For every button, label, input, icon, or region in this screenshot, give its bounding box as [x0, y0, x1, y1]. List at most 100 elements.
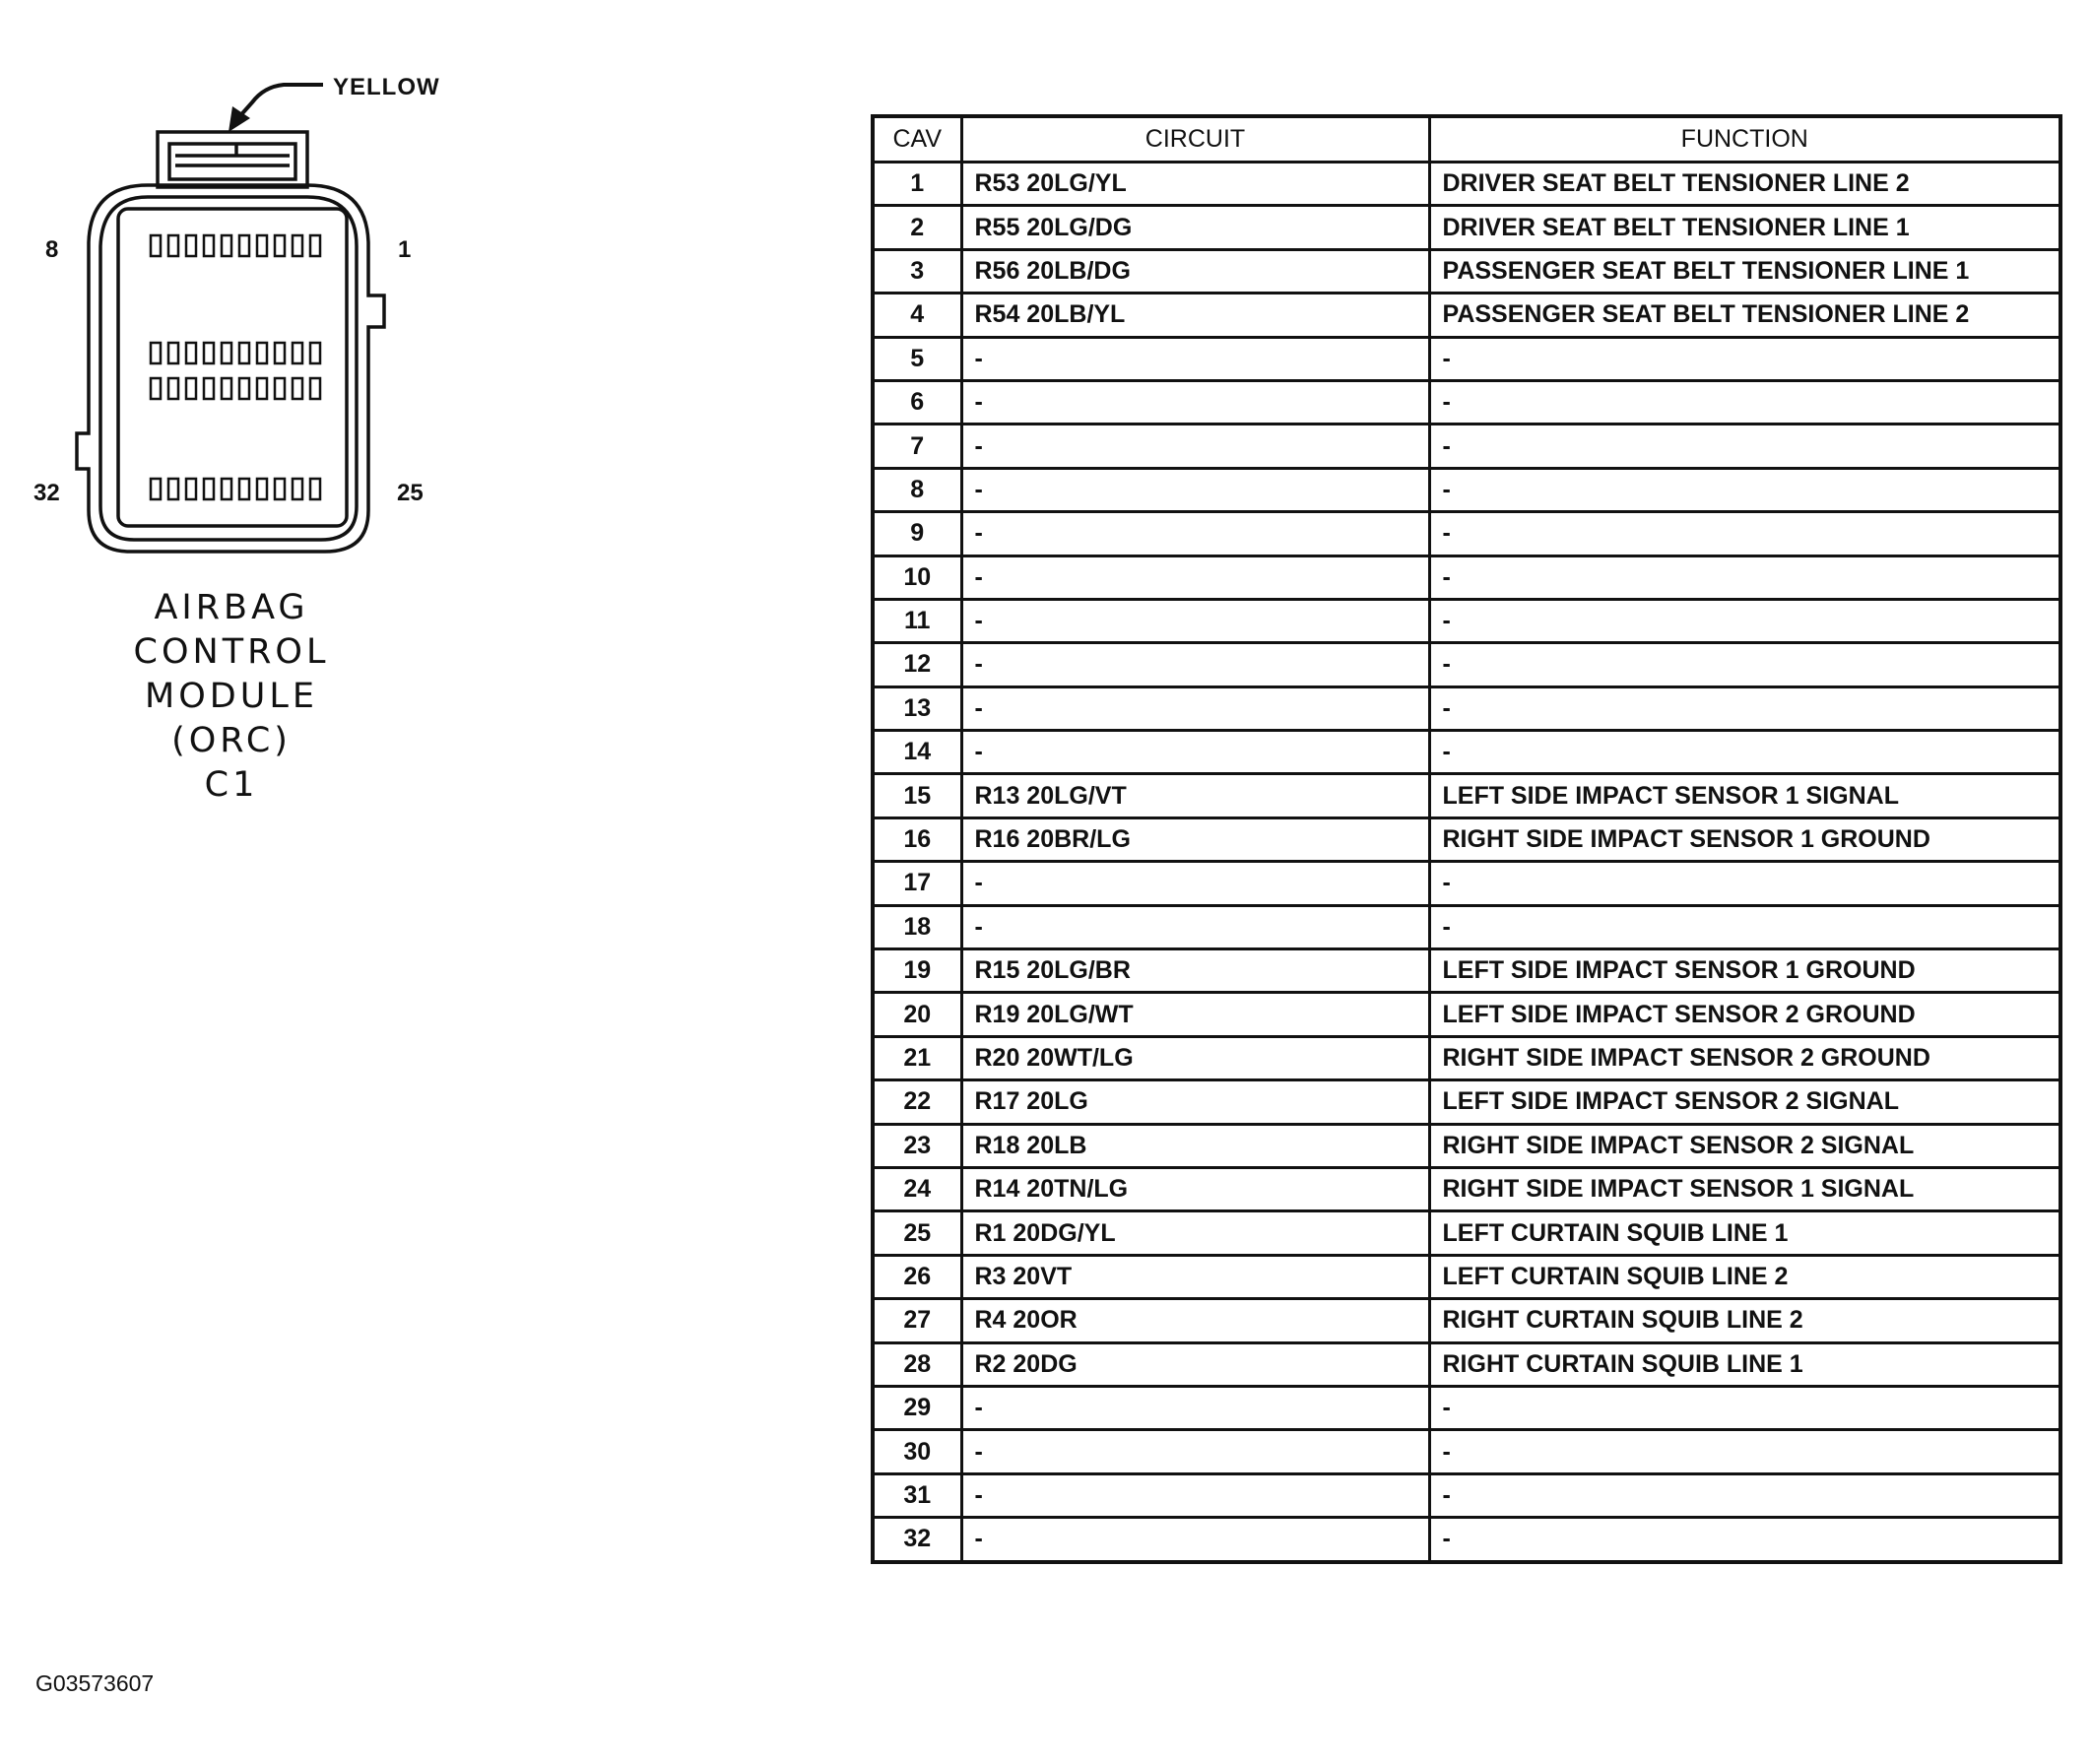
cell-circuit: - [959, 554, 1431, 601]
cell-cav: 24 [871, 1165, 963, 1213]
cell-circuit: R20 20WT/LG [959, 1034, 1431, 1082]
callout-color-label: YELLOW [333, 74, 440, 100]
cell-function: RIGHT SIDE IMPACT SENSOR 1 SIGNAL [1427, 1165, 2062, 1213]
cell-cav: 6 [871, 378, 963, 426]
table-row: 14-- [871, 729, 2062, 776]
cell-function: - [1427, 729, 2062, 776]
cell-circuit: - [959, 423, 1431, 470]
cell-function: RIGHT CURTAIN SQUIB LINE 1 [1427, 1340, 2062, 1388]
cell-cav: 25 [871, 1209, 963, 1257]
cell-function: RIGHT CURTAIN SQUIB LINE 2 [1427, 1297, 2062, 1344]
header-circuit: CIRCUIT [959, 114, 1431, 163]
cell-circuit: - [959, 641, 1431, 688]
table-row: 31-- [871, 1471, 2062, 1520]
table-row: 32-- [871, 1516, 2062, 1563]
module-label-line: (ORC) [171, 721, 292, 760]
module-label-line: C1 [204, 765, 259, 805]
cell-circuit: R3 20VT [959, 1253, 1431, 1301]
cell-function: - [1427, 423, 2062, 470]
cell-function: - [1427, 1516, 2062, 1563]
cell-cav: 30 [871, 1428, 963, 1475]
cell-cav: 14 [871, 729, 963, 776]
cell-cav: 20 [871, 991, 963, 1038]
cell-function: DRIVER SEAT BELT TENSIONER LINE 2 [1427, 160, 2062, 208]
cell-function: LEFT SIDE IMPACT SENSOR 2 SIGNAL [1427, 1078, 2062, 1126]
cell-function: DRIVER SEAT BELT TENSIONER LINE 1 [1427, 204, 2062, 251]
cell-cav: 31 [871, 1471, 963, 1520]
cell-circuit: - [959, 335, 1431, 382]
cell-circuit: R16 20BR/LG [959, 816, 1431, 864]
cell-circuit: R2 20DG [959, 1340, 1431, 1388]
cell-circuit: - [959, 1471, 1431, 1520]
cell-cav: 16 [871, 816, 963, 864]
cell-function: - [1427, 1428, 2062, 1475]
module-label-line: MODULE [145, 677, 318, 716]
cell-function: - [1427, 1471, 2062, 1520]
cell-cav: 21 [871, 1034, 963, 1082]
cell-circuit: - [959, 1384, 1431, 1432]
cavity-row-1 [149, 233, 322, 258]
cell-cav: 11 [871, 597, 963, 645]
cell-function: - [1427, 641, 2062, 688]
cell-cav: 29 [871, 1384, 963, 1432]
cell-function: - [1427, 510, 2062, 557]
table-row: 30-- [871, 1428, 2062, 1475]
cell-circuit: R53 20LG/YL [959, 160, 1431, 208]
cavity-row-4 [149, 477, 322, 501]
cell-circuit: - [959, 903, 1431, 951]
cell-circuit: R56 20LB/DG [959, 247, 1431, 295]
cell-cav: 13 [871, 685, 963, 733]
cell-circuit: - [959, 685, 1431, 733]
cell-function: - [1427, 378, 2062, 426]
table-row: 17-- [871, 860, 2062, 907]
cell-cav: 15 [871, 772, 963, 819]
cell-circuit: - [959, 466, 1431, 514]
cell-cav: 9 [871, 510, 963, 557]
cell-cav: 23 [871, 1122, 963, 1169]
cell-circuit: R4 20OR [959, 1297, 1431, 1344]
connector-cavities [149, 233, 322, 501]
cell-cav: 5 [871, 335, 963, 382]
cell-function: - [1427, 597, 2062, 645]
cell-cav: 28 [871, 1340, 963, 1388]
cell-circuit: R15 20LG/BR [959, 947, 1431, 995]
cell-cav: 17 [871, 860, 963, 907]
cell-cav: 3 [871, 247, 963, 295]
cell-function: - [1427, 685, 2062, 733]
cell-cav: 27 [871, 1297, 963, 1344]
cell-function: - [1427, 860, 2062, 907]
cell-circuit: R13 20LG/VT [959, 772, 1431, 819]
yellow-callout-arrow [229, 83, 323, 132]
table-row: 13-- [871, 685, 2062, 733]
table-row: 10-- [871, 554, 2062, 601]
cell-cav: 22 [871, 1078, 963, 1126]
pin-label-1: 1 [398, 236, 411, 263]
cell-function: - [1427, 903, 2062, 951]
cell-circuit: R1 20DG/YL [959, 1209, 1431, 1257]
module-label-line: AIRBAG [154, 588, 309, 627]
cell-cav: 8 [871, 466, 963, 514]
cell-circuit: R14 20TN/LG [959, 1165, 1431, 1213]
table-row: 18-- [871, 903, 2062, 951]
cell-cav: 32 [871, 1516, 963, 1563]
cell-function: PASSENGER SEAT BELT TENSIONER LINE 1 [1427, 247, 2062, 295]
cell-circuit: - [959, 1516, 1431, 1563]
cell-function: - [1427, 466, 2062, 514]
cell-function: LEFT CURTAIN SQUIB LINE 2 [1427, 1253, 2062, 1301]
cell-circuit: - [959, 378, 1431, 426]
table-row: 8-- [871, 466, 2062, 514]
header-cav: CAV [871, 114, 963, 163]
cell-circuit: R19 20LG/WT [959, 991, 1431, 1038]
figure-id: G03573607 [35, 1670, 155, 1696]
